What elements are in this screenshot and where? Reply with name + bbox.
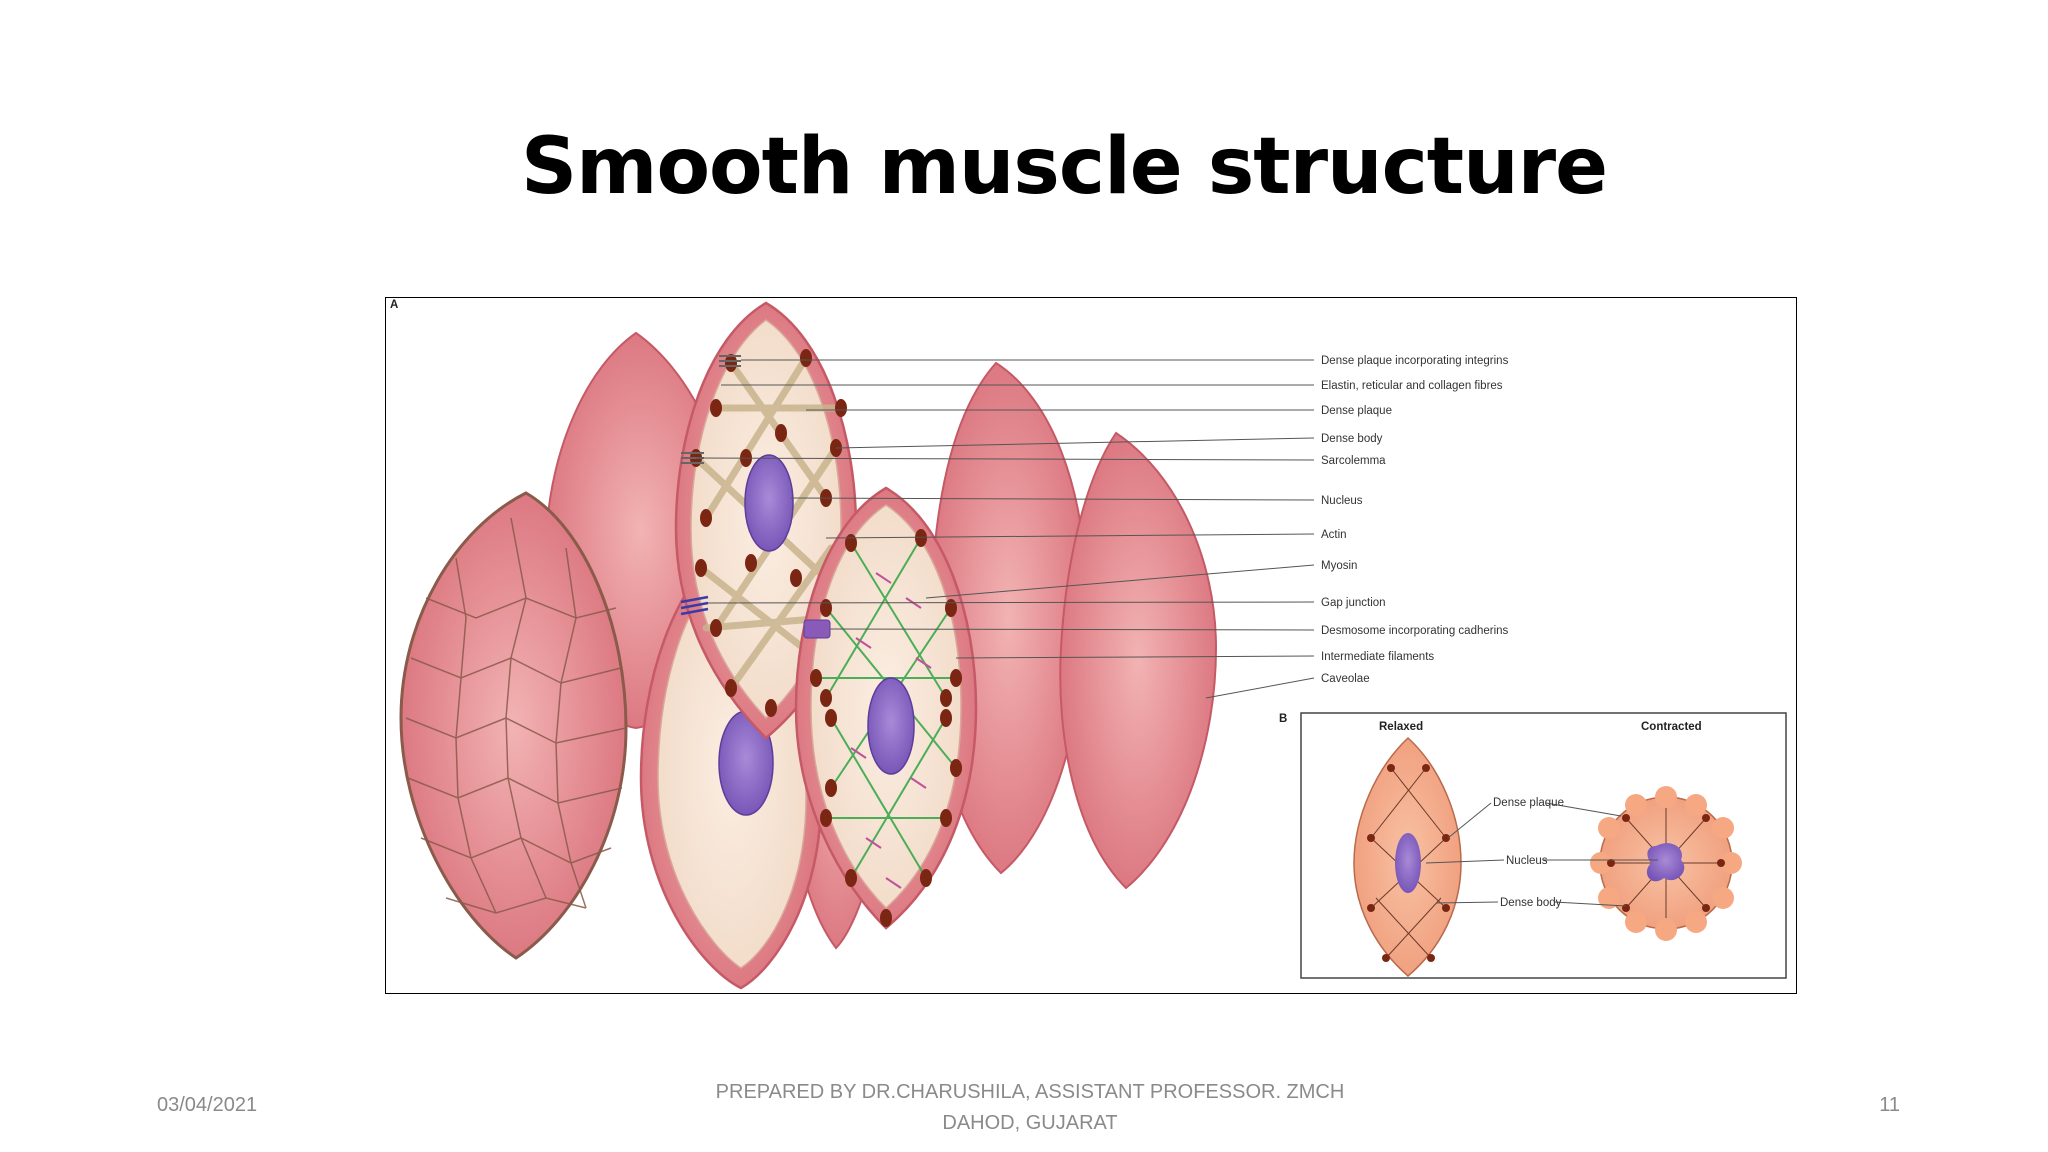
contracted-nucleus [1646, 843, 1685, 882]
label-dense-body: Dense body [1321, 433, 1383, 445]
panel-b-label-dense-body: Dense body [1500, 897, 1562, 909]
label-dense-plaque-integrins: Dense plaque incorporating integrins [1321, 355, 1509, 367]
panel-b-relaxed-heading: Relaxed [1379, 721, 1423, 733]
smooth-muscle-diagram: A [385, 297, 1797, 994]
label-gap-junction: Gap junction [1321, 597, 1386, 609]
nucleus [867, 677, 915, 775]
label-sarcolemma: Sarcolemma [1321, 455, 1386, 467]
label-myosin: Myosin [1321, 560, 1357, 572]
mesh-covered-cell [399, 491, 628, 960]
diagram-svg: A [390, 299, 1787, 990]
myosin-filaments [850, 572, 932, 889]
slide-number: 11 [1879, 1094, 1900, 1116]
dense-bodies [810, 529, 962, 927]
label-actin: Actin [1321, 529, 1347, 541]
leader-lines [695, 359, 1315, 699]
gap-junction [680, 595, 709, 616]
panel-b-leader-lines [1425, 802, 1658, 907]
panel-a-labels: Dense plaque incorporating integrins Ela… [1321, 355, 1509, 685]
nucleus [744, 454, 794, 552]
label-intermediate-filaments: Intermediate filaments [1321, 651, 1434, 663]
background-cell [1059, 431, 1218, 890]
desmosome [803, 619, 831, 639]
slide-footer: PREPARED BY DR.CHARUSHILA, ASSISTANT PRO… [715, 1081, 1345, 1134]
label-elastin-fibres: Elastin, reticular and collagen fibres [1321, 380, 1503, 392]
panel-b-contracted-heading: Contracted [1641, 721, 1702, 733]
label-caveolae: Caveolae [1321, 673, 1370, 685]
contracted-dense-bodies [1607, 814, 1725, 912]
relaxed-dense-bodies [1367, 764, 1450, 962]
slide-title: Smooth muscle structure [521, 122, 1608, 212]
slide-date: 03/04/2021 [157, 1094, 258, 1116]
label-nucleus: Nucleus [1321, 495, 1363, 507]
panel-b-label-dense-plaque: Dense plaque [1493, 797, 1564, 809]
panel-b-label-nucleus: Nucleus [1506, 855, 1548, 867]
panel-a-letter: A [390, 299, 398, 311]
label-desmosome: Desmosome incorporating cadherins [1321, 625, 1509, 637]
panel-b-letter: B [1279, 713, 1287, 725]
connective-tissue-mesh [405, 517, 627, 914]
label-dense-plaque: Dense plaque [1321, 405, 1392, 417]
relaxed-nucleus [1395, 833, 1421, 893]
